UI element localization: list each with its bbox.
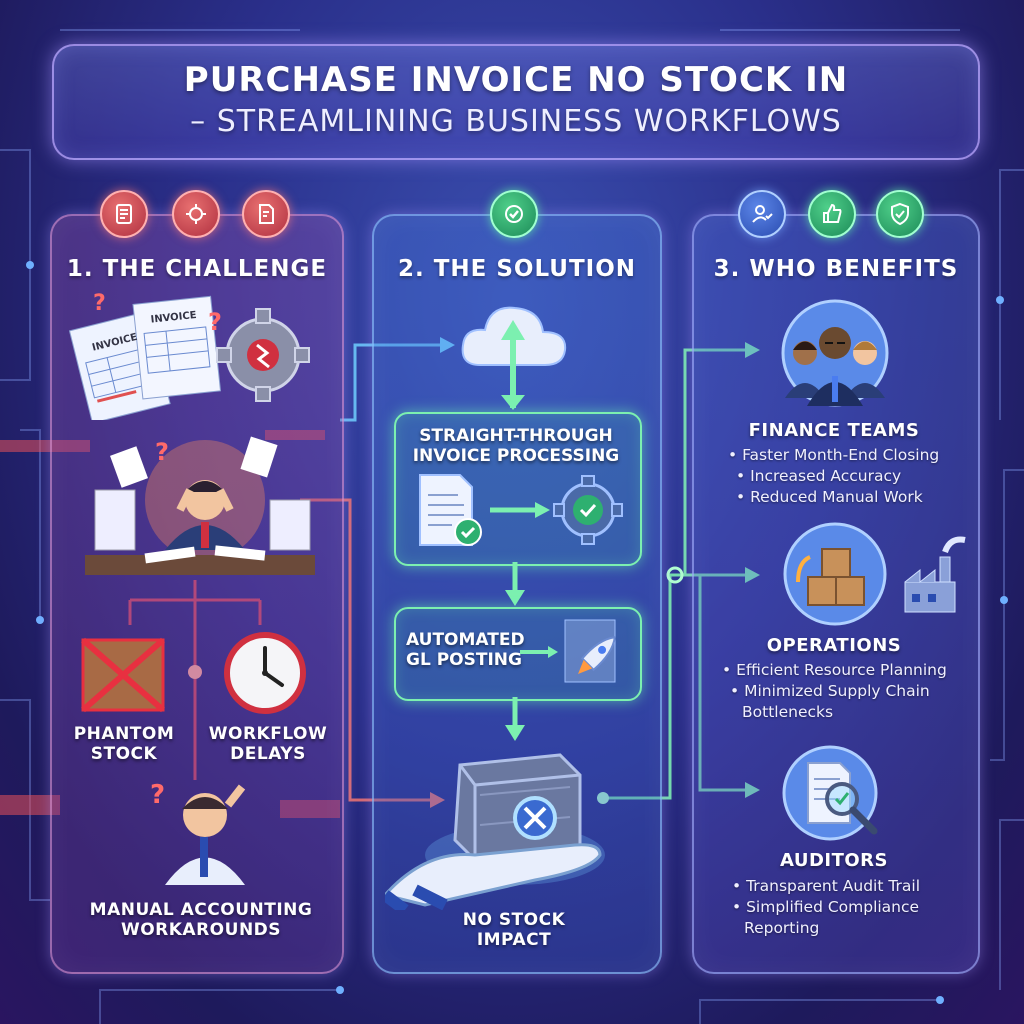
shield-check-icon	[876, 190, 924, 238]
down-arrow-icon	[505, 562, 525, 606]
subtitle: – STREAMLINING BUSINESS WORKFLOWS	[190, 104, 842, 139]
list-item: Reporting	[744, 919, 820, 937]
list-item: • Faster Month-End Closing	[728, 446, 940, 464]
thumbs-up-icon	[808, 190, 856, 238]
list-item: Bottlenecks	[742, 703, 834, 721]
no-stock-crate-icon	[385, 753, 605, 910]
no-stock-label: NO STOCK IMPACT	[462, 910, 566, 950]
phantom-stock-label: PHANTOM STOCK	[73, 724, 175, 764]
svg-text:?: ?	[155, 438, 169, 466]
stressed-worker-icon: ?	[85, 436, 315, 575]
list-item: • Increased Accuracy	[736, 467, 902, 485]
check-gear-icon	[490, 190, 538, 238]
main-title: PURCHASE INVOICE NO STOCK IN	[183, 60, 849, 100]
list-item: • Minimized Supply Chain	[730, 682, 930, 700]
list-item: • Reduced Manual Work	[736, 488, 923, 506]
svg-text:?: ?	[93, 291, 106, 316]
phantom-crate-icon	[81, 637, 165, 713]
operations-title: OPERATIONS	[766, 635, 902, 656]
clock-icon	[224, 632, 306, 714]
user-check-icon	[738, 190, 786, 238]
list-item: • Transparent Audit Trail	[732, 877, 921, 895]
benefits-heading: 3. WHO BENEFITS	[713, 256, 959, 282]
workflow-delays-label: WORKFLOW DELAYS	[208, 724, 328, 764]
list-item: • Efficient Resource Planning	[722, 661, 947, 679]
svg-text:?: ?	[150, 780, 165, 810]
invoice-papers-icon: INVOICE INVOICE ? ?	[68, 291, 310, 420]
title-banner: PURCHASE INVOICE NO STOCK IN – STREAMLIN…	[52, 44, 980, 160]
automated-gl-label: AUTOMATED GL POSTING	[406, 630, 525, 670]
finance-team-icon	[781, 299, 889, 407]
operations-boxes-icon	[783, 522, 966, 626]
document-alert-icon	[242, 190, 290, 238]
document-to-gear-icon	[419, 474, 623, 546]
straight-through-label: STRAIGHT-THROUGH INVOICE PROCESSING	[412, 426, 620, 466]
operations-list: • Efficient Resource Planning • Minimize…	[722, 660, 947, 723]
list-item: • Simplified Compliance	[732, 898, 920, 916]
svg-text:?: ?	[208, 308, 222, 336]
invoice-label-2: INVOICE	[150, 310, 197, 326]
confused-accountant-icon: ?	[150, 780, 246, 885]
error-gear-icon	[172, 190, 220, 238]
cloud-icon	[461, 306, 567, 410]
finance-teams-list: • Faster Month-End Closing • Increased A…	[728, 445, 939, 508]
manual-accounting-label: MANUAL ACCOUNTING WORKAROUNDS	[89, 900, 313, 940]
down-arrow-icon	[505, 697, 525, 741]
checklist-icon	[100, 190, 148, 238]
finance-teams-title: FINANCE TEAMS	[748, 420, 920, 441]
auditors-title: AUDITORS	[779, 850, 889, 871]
challenge-heading: 1. THE CHALLENGE	[66, 256, 328, 282]
rocket-icon	[520, 619, 616, 683]
auditors-list: • Transparent Audit Trail • Simplified C…	[732, 876, 920, 939]
solution-heading: 2. THE SOLUTION	[397, 256, 637, 282]
audit-magnifier-icon	[782, 745, 878, 841]
